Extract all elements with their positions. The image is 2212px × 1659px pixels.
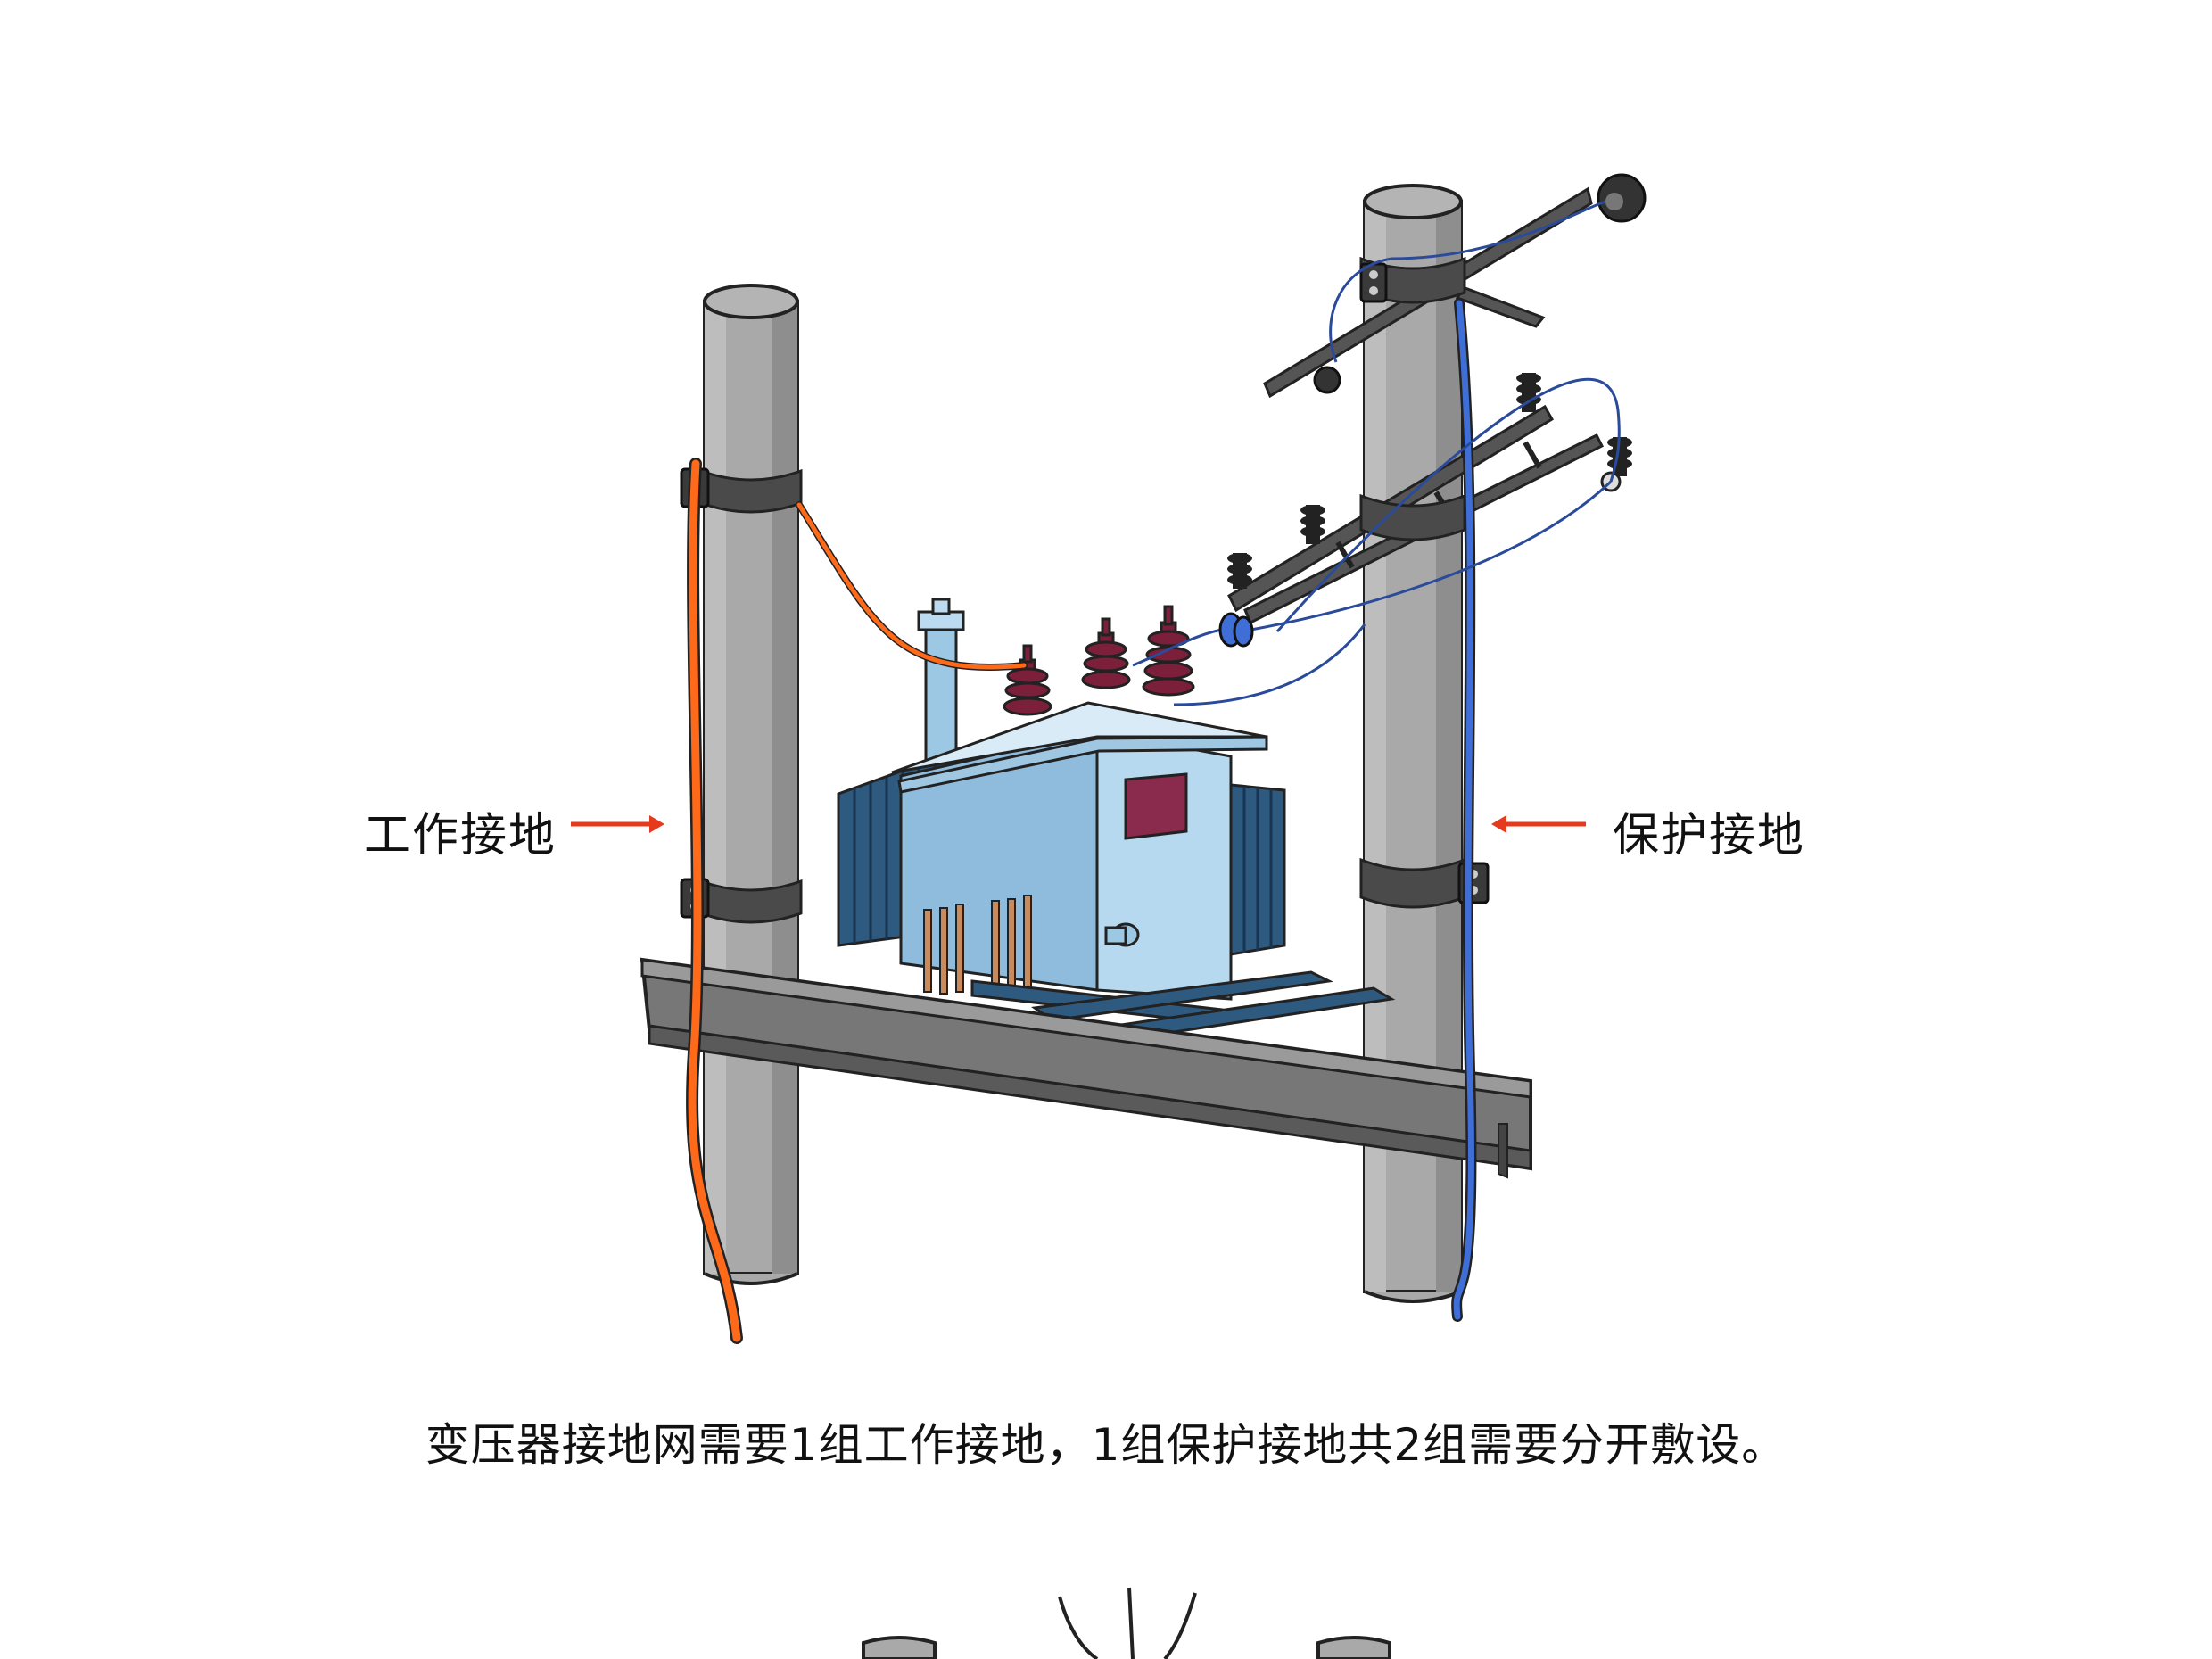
transformer [837,598,1396,1040]
left-pole [703,284,799,1285]
working-ground-wire [686,458,1028,1344]
next-illustration-preview [862,1587,1391,1659]
arrow-to-working-ground [571,815,664,833]
protective-ground-label: 保护接地 [1613,809,1806,863]
steel-crossbeam [640,957,1532,1179]
hv-insulator [1218,612,1254,648]
caption-text: 变压器接地网需要1组工作接地，1组保护接地共2组需要分开敷设。 [425,1419,1787,1471]
working-ground-label: 工作接地 [364,809,557,863]
hv-feeder-wires [1132,200,1621,706]
protective-ground-wire [1451,298,1477,1322]
arrow-to-protective-ground [1491,815,1586,833]
